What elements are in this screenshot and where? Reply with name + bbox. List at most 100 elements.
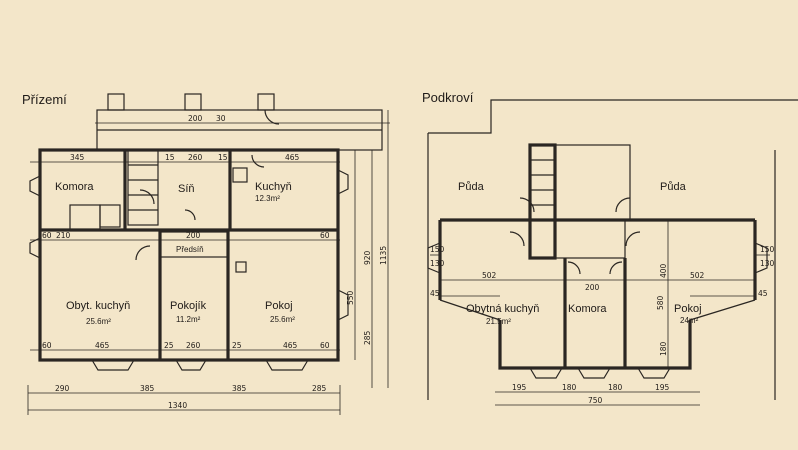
gf-room-pokoj: Pokoj (265, 300, 293, 312)
attic-dim: 45 (758, 289, 768, 298)
gf-dim: 25 (232, 341, 242, 350)
attic-plan (427, 99, 798, 406)
gf-dim: 385 (232, 384, 247, 393)
attic-door (519, 197, 535, 213)
attic-dim: 400 (659, 263, 668, 278)
attic-room-obytna-kuchyn: Obytná kuchyň (466, 303, 539, 315)
gf-dim: 550 (346, 290, 355, 305)
gf-dim-total: 1340 (168, 401, 187, 410)
gf-dim: 200 (186, 231, 201, 240)
attic-dim: 580 (656, 295, 665, 310)
gf-window-bottom (91, 359, 135, 371)
attic-slope (439, 299, 501, 321)
gf-window-top (107, 93, 125, 111)
attic-room-komora: Komora (568, 303, 607, 315)
attic-dim: 195 (512, 383, 527, 392)
attic-door (615, 197, 631, 213)
gf-room-sin: Síň (178, 183, 195, 195)
attic-landing (554, 219, 626, 259)
gf-window-bottom (175, 359, 207, 371)
gf-dim: 15 (218, 153, 228, 162)
attic-stair (528, 143, 557, 260)
gf-area-pokoj: 25.6m² (270, 315, 295, 324)
gf-dim: 60 (320, 231, 330, 240)
attic-dim: 200 (585, 283, 600, 292)
attic-window-bottom (637, 367, 671, 379)
attic-dormer (498, 320, 692, 370)
gf-stove (232, 167, 248, 183)
gf-dim: 30 (216, 114, 226, 123)
gf-dim: 285 (312, 384, 327, 393)
gf-window-left (29, 237, 41, 259)
attic-window-right (754, 242, 768, 274)
attic-window-bottom (529, 367, 563, 379)
gf-door (184, 209, 196, 221)
attic-door (625, 231, 641, 247)
gf-window-top (257, 93, 275, 111)
ground-floor-plan (27, 93, 390, 415)
gf-door (139, 189, 155, 205)
gf-title: Přízemí (22, 92, 67, 107)
gf-dim: 260 (188, 153, 203, 162)
attic-room-puda-right: Půda (660, 181, 687, 193)
gf-room-pokojik: Pokojík (170, 300, 207, 312)
attic-room-pokoj: Pokoj (674, 303, 702, 315)
gf-dim: 200 (188, 114, 203, 123)
gf-dim: 60 (320, 341, 330, 350)
attic-area-obytna-kuchyn: 21.5m² (486, 317, 511, 326)
gf-dim: 290 (55, 384, 70, 393)
gf-area-pokojik: 11.2m² (176, 315, 201, 324)
attic-dim: 502 (690, 271, 705, 280)
gf-area-kuchyn: 12.3m² (255, 194, 280, 203)
gf-dim: 465 (95, 341, 110, 350)
gf-dim: 1135 (379, 246, 388, 265)
gf-dim: 60 (42, 341, 52, 350)
attic-dim: 502 (482, 271, 497, 280)
gf-dim: 385 (140, 384, 155, 393)
gf-window-right (337, 169, 349, 195)
gf-room-komora: Komora (55, 181, 94, 193)
attic-dim-total: 750 (588, 396, 603, 405)
gf-dim: 465 (283, 341, 298, 350)
gf-dim: 345 (70, 153, 85, 162)
gf-dim: 260 (186, 341, 201, 350)
attic-dim: 180 (659, 341, 668, 356)
gf-door (264, 109, 280, 125)
gf-room-obyt-kuchyn: Obyt. kuchyň (66, 300, 130, 312)
attic-dim: 130 (760, 259, 775, 268)
attic-room-puda-left: Půda (458, 181, 485, 193)
gf-dim: 920 (363, 250, 372, 265)
attic-roof-outline (428, 99, 798, 134)
gf-room-kuchyn: Kuchyň (255, 181, 292, 193)
gf-block (99, 204, 121, 228)
attic-window-left (427, 242, 441, 274)
attic-door (609, 261, 623, 275)
gf-room-predsin: Předsíň (176, 245, 204, 254)
gf-dim: 60 (42, 231, 52, 240)
attic-area-pokoj: 24m² (680, 316, 699, 325)
gf-window-right (337, 289, 349, 321)
attic-dim: 150 (760, 245, 775, 254)
attic-dim: 180 (608, 383, 623, 392)
gf-stair (127, 149, 159, 226)
gf-chimney-block (69, 204, 101, 231)
gf-dim: 285 (363, 330, 372, 345)
gf-window-top (184, 93, 202, 111)
gf-area-obyt-kuchyn: 25.6m² (86, 317, 111, 326)
attic-hall (554, 144, 631, 221)
attic-door (567, 261, 581, 275)
attic-window-bottom (577, 367, 611, 379)
attic-dim: 195 (655, 383, 670, 392)
gf-door (251, 154, 265, 168)
gf-window-left (29, 175, 41, 197)
gf-door (135, 245, 151, 261)
attic-dim: 45 (430, 289, 440, 298)
gf-stove (235, 261, 247, 273)
gf-window-bottom (265, 359, 309, 371)
gf-dim: 25 (164, 341, 174, 350)
gf-predsin-box (159, 231, 229, 258)
attic-slope (689, 299, 756, 321)
gf-dim: 465 (285, 153, 300, 162)
